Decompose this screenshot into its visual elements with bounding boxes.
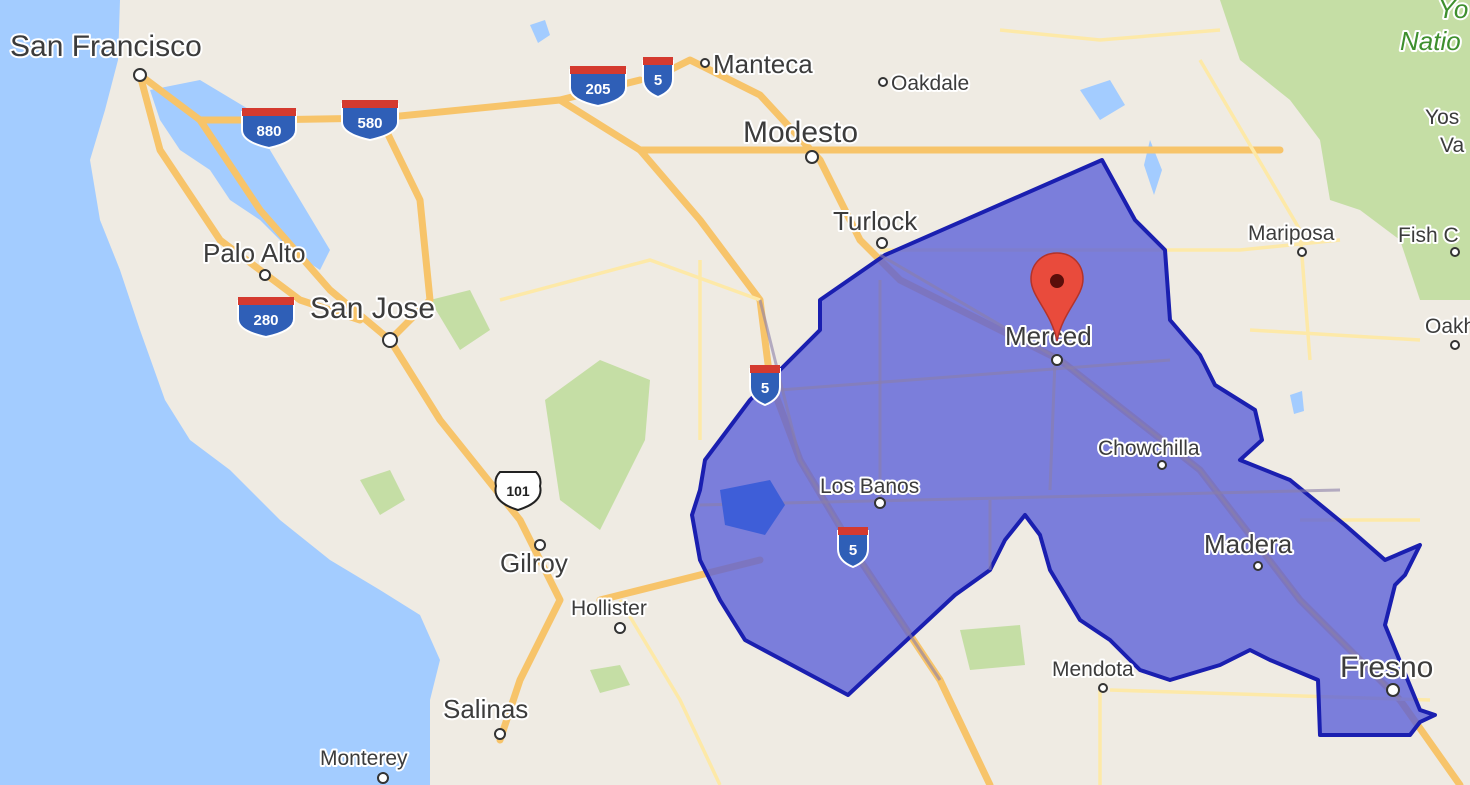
svg-text:5: 5 [654, 72, 662, 89]
park-area-2 [960, 625, 1025, 670]
svg-text:5: 5 [761, 380, 769, 397]
city-dots [133, 58, 1460, 784]
map-pin-icon[interactable] [1030, 252, 1084, 342]
label-oakhurst: Oakhu [1425, 315, 1470, 338]
shield-i5-mid: 5 [749, 365, 781, 407]
label-salinas: Salinas [443, 694, 528, 724]
label-park-va: Va [1440, 134, 1464, 157]
label-fresno: Fresno [1340, 651, 1433, 684]
label-gilroy: Gilroy [500, 548, 568, 578]
label-turlock: Turlock [833, 206, 918, 236]
park-area-4 [360, 470, 405, 515]
label-hollister: Hollister [571, 597, 647, 620]
highlighted-region[interactable] [690, 158, 1437, 737]
park-area-1 [545, 360, 650, 530]
label-mendota: Mendota [1052, 658, 1134, 681]
shield-i280: 280 [237, 297, 295, 339]
label-san-francisco: San Francisco [10, 30, 202, 63]
pacific-ocean [0, 0, 440, 785]
park-area-3 [430, 290, 490, 350]
shield-i5-south: 5 [837, 527, 869, 569]
svg-text:101: 101 [506, 483, 530, 499]
label-chowchilla: Chowchilla [1098, 437, 1200, 460]
lake-3 [530, 20, 550, 43]
shield-i880: 880 [241, 108, 297, 150]
label-fish-camp: Fish C [1398, 224, 1459, 247]
label-monterey: Monterey [320, 747, 408, 770]
label-modesto: Modesto [743, 116, 858, 149]
label-mariposa: Mariposa [1248, 222, 1335, 245]
shield-i580: 580 [341, 100, 399, 142]
label-park-natio: Natio [1400, 26, 1461, 56]
yosemite-park [1220, 0, 1470, 300]
region-lake [720, 480, 785, 535]
svg-text:880: 880 [256, 123, 281, 140]
shield-i205: 205 [569, 66, 627, 108]
shield-i5-north: 5 [642, 57, 674, 99]
label-oakdale: Oakdale [891, 72, 969, 95]
svg-text:280: 280 [253, 312, 278, 329]
label-palo-alto: Palo Alto [203, 238, 306, 268]
svg-text:5: 5 [849, 542, 857, 559]
label-los-banos: Los Banos [820, 475, 919, 498]
svg-text:205: 205 [585, 81, 610, 98]
label-merced: Merced [1005, 321, 1092, 351]
shield-us101: 101 [494, 471, 542, 512]
label-madera: Madera [1204, 529, 1293, 559]
label-park-yo: Yo [1438, 0, 1468, 24]
label-san-jose: San Jose [310, 292, 435, 325]
bay-lake-1 [1080, 80, 1125, 120]
svg-text:580: 580 [357, 115, 382, 132]
park-area-5 [590, 665, 630, 693]
label-manteca: Manteca [713, 49, 813, 79]
lake-4 [1290, 391, 1304, 414]
label-park-yos: Yos [1425, 106, 1459, 129]
bay-lake-2 [1144, 140, 1162, 195]
